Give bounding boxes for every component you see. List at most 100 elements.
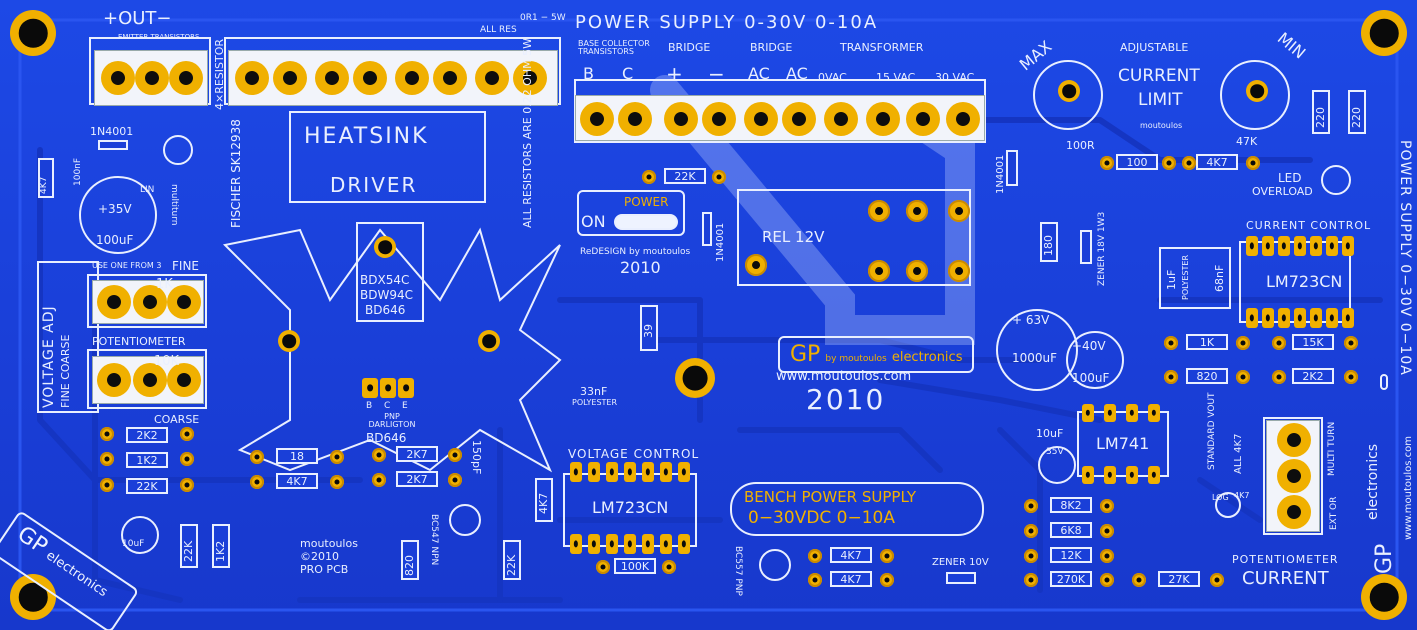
side-title: POWER SUPPLY 0−30V 0−10A	[1397, 140, 1413, 376]
pad	[1236, 370, 1250, 384]
power-switch[interactable]	[577, 190, 685, 236]
overload-label: OVERLOAD	[1252, 185, 1313, 198]
gp-logo-right	[1380, 374, 1388, 390]
pad	[1100, 499, 1114, 513]
pad	[1024, 549, 1038, 563]
cap-10uf-right: 10uF	[1036, 427, 1064, 440]
cap-68nf: 68nF	[1213, 264, 1226, 292]
pad	[100, 452, 114, 466]
terminal-label-15vac: 15 VAC	[876, 71, 916, 84]
pad	[180, 478, 194, 492]
redesign-year: 2010	[620, 258, 661, 277]
pad	[180, 427, 194, 441]
current-limit-2: LIMIT	[1138, 90, 1183, 110]
res-22k-center-label: 22K	[674, 170, 696, 183]
adjustable-label: ADJUSTABLE	[1120, 41, 1189, 54]
res-22k-left: 22K	[126, 478, 168, 494]
res-220-b-label: 220	[1350, 107, 1363, 128]
res-180	[1040, 222, 1058, 262]
res-4k7-left-label: 4K7	[39, 176, 49, 194]
cap-100uf-value: 100uF	[96, 233, 134, 247]
cap-33nf-polyester: POLYESTER	[572, 398, 618, 407]
transistor-hole	[374, 236, 396, 258]
res-8k2-label: 8K2	[1060, 499, 1082, 512]
terminal-potentiometer-fine	[92, 280, 204, 324]
current-label: CURRENT	[1242, 568, 1329, 589]
res-1k-right: 1K	[1186, 334, 1228, 350]
redesign-label: ReDESIGN by moutoulos	[580, 247, 691, 257]
res-4k7-a-label: 4K7	[840, 549, 862, 562]
res-1k2-vertical	[212, 524, 230, 568]
pad	[1272, 370, 1286, 384]
ic-lm741-label: LM741	[1096, 434, 1150, 453]
gp-right-website: www.moutoulos.com	[1403, 435, 1414, 540]
switch-slot	[614, 214, 678, 230]
driver-label: DRIVER	[330, 173, 418, 197]
pad	[448, 448, 462, 462]
res-12k: 12K	[1050, 547, 1092, 563]
ic-current-label: LM723CN	[1266, 272, 1343, 291]
diode-center	[702, 212, 712, 246]
all-resistors-label: ALL RESISTORS ARE 0.22 OHM 5W	[521, 38, 534, 228]
cap-100uf-voltage: +35V	[98, 202, 132, 216]
zener-18v	[1080, 230, 1092, 264]
res-39	[640, 305, 658, 351]
ic-voltage-label: LM723CN	[592, 498, 669, 517]
res-820-right: 820	[1186, 368, 1228, 384]
cap-100nf: 100nF	[73, 157, 83, 186]
pad	[1210, 573, 1224, 587]
res-820-vertical-label: 820	[403, 555, 416, 576]
mounting-hole-bottom-left	[10, 574, 56, 620]
pad	[250, 450, 264, 464]
res-4k7-vertical-center	[535, 478, 553, 522]
mounting-hole-center	[675, 358, 715, 398]
res-22k-vertical-center	[503, 540, 521, 580]
pad	[1164, 370, 1178, 384]
heatsink-hole-right	[478, 330, 500, 352]
pad	[1236, 336, 1250, 350]
resistor-group-label: 4×RESISTOR	[213, 38, 226, 110]
zener-18v-label: ZENER 18V 1W3	[1097, 211, 1107, 286]
pad	[372, 448, 386, 462]
transformer-label: TRANSFORMER	[840, 41, 924, 54]
diode-left	[98, 140, 128, 150]
res-270k-label: 270K	[1056, 573, 1086, 586]
darlington-label: PNP DARLIGTON	[368, 412, 416, 429]
cap-10uf-left: 10uF	[122, 539, 145, 549]
bc547-label: BC547 NPN	[429, 514, 439, 566]
gp-center-gp: GP	[790, 342, 821, 367]
terminal-potentiometer-coarse	[92, 356, 204, 404]
res-8k2: 8K2	[1050, 497, 1092, 513]
res-2k2-left-label: 2K2	[136, 429, 158, 442]
res-2k7-b: 2K7	[396, 471, 438, 487]
pot-47k-label: 47K	[1236, 135, 1258, 148]
res-4k7-left	[38, 158, 54, 198]
res-820-right-label: 820	[1196, 370, 1218, 383]
res-180-label: 180	[1042, 235, 1055, 256]
res-6k8: 6K8	[1050, 522, 1092, 538]
led-label: LED	[1278, 171, 1302, 185]
pad	[1100, 573, 1114, 587]
ic-lm741-pads	[1082, 404, 1172, 484]
pad	[330, 475, 344, 489]
out-label: +OUT−	[103, 8, 172, 29]
moutoulos-label: moutoulos	[1140, 121, 1183, 130]
pot-47k-hole	[1246, 80, 1268, 102]
gp-center-by: by moutoulos	[825, 354, 887, 364]
res-4k7-b-label: 4K7	[840, 573, 862, 586]
pad	[100, 427, 114, 441]
transistor-outline	[356, 222, 424, 322]
terminal-current-pot	[1266, 420, 1320, 532]
res-4k7-center-label: 4K7	[286, 475, 308, 488]
pad	[1024, 524, 1038, 538]
gp-right-electronics: electronics	[1365, 443, 1381, 520]
pad	[1024, 573, 1038, 587]
res-2k7-b-label: 2K7	[406, 473, 428, 486]
website-label: www.moutoulos.com	[776, 369, 912, 384]
pad	[1024, 499, 1038, 513]
pad	[1100, 549, 1114, 563]
cap-polyester: POLYESTER	[1181, 254, 1190, 300]
res-2k2-right-label: 2K2	[1302, 370, 1324, 383]
zener-10v-label: ZENER 10V	[932, 557, 989, 568]
